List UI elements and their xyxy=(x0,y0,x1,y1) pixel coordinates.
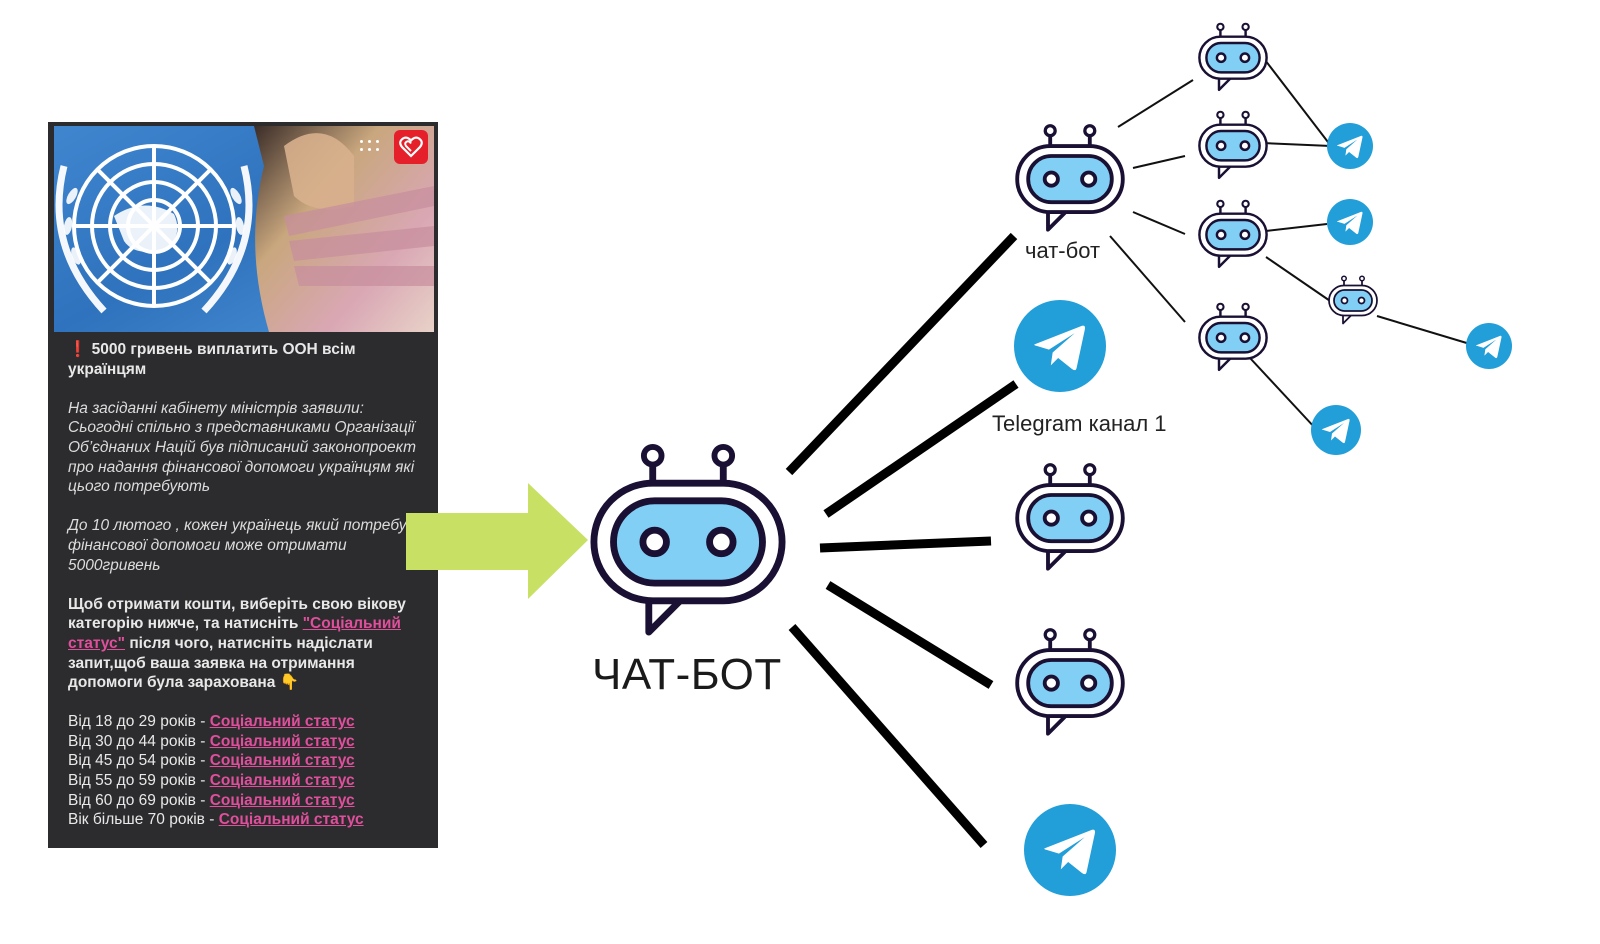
telegram-icon xyxy=(1327,123,1373,169)
main-edges xyxy=(785,232,1019,848)
post-paragraph-2: До 10 лютого , кожен українець який потр… xyxy=(68,517,415,574)
edge xyxy=(1265,256,1337,306)
age-row: Від 60 до 69 років - Соціальний статус xyxy=(68,791,355,809)
chatbot-c-icon xyxy=(1015,627,1125,736)
scam-telegram-post: ❗ 5000 гривень виплатить ООН всім україн… xyxy=(48,122,438,848)
social-status-link[interactable]: "Соціальний статус" xyxy=(68,615,401,652)
edge xyxy=(1117,79,1194,128)
post-paragraph-1: На засіданні кабінету міністрів заявили:… xyxy=(68,399,417,496)
social-status-link[interactable]: Соціальний статус xyxy=(209,772,355,790)
age-row: Від 45 до 54 років - Соціальний статус xyxy=(68,752,355,770)
social-status-link[interactable]: Соціальний статус xyxy=(218,811,364,829)
edge xyxy=(1265,223,1328,232)
chatbot-a4-icon xyxy=(1198,302,1268,372)
telegram-channel-1-icon xyxy=(1014,300,1106,392)
un-money-illustration xyxy=(54,126,434,332)
edge xyxy=(1376,315,1471,345)
main-chatbot-icon xyxy=(594,447,782,632)
main-chatbot-label: ЧАТ-БОТ xyxy=(592,650,782,699)
age-category-list: Від 18 до 29 років - Соціальний статус В… xyxy=(68,712,428,830)
age-row: Від 30 до 44 років - Соціальний статус xyxy=(68,732,355,750)
post-paragraph-3: Щоб отримати кошти, виберіть свою вікову… xyxy=(68,595,406,692)
edge-main-to-bot-b xyxy=(819,536,992,553)
edge xyxy=(1261,142,1332,147)
post-image xyxy=(54,126,434,332)
social-status-link[interactable]: Соціальний статус xyxy=(209,713,355,731)
age-row: Вік більше 70 років - Соціальний статус xyxy=(68,811,364,829)
age-row: Від 55 до 59 років - Соціальний статус xyxy=(68,772,355,790)
edge-main-to-telegram-channel-1 xyxy=(823,380,1019,518)
telegram-icon xyxy=(1466,323,1512,369)
post-body: ❗ 5000 гривень виплатить ООН всім україн… xyxy=(68,340,428,830)
chatbot-a-label: чат-бот xyxy=(1025,238,1101,263)
more-dots-icon xyxy=(360,140,382,156)
chatbot-a3x-icon xyxy=(1328,275,1378,325)
chatbot-a2-icon xyxy=(1198,110,1268,180)
edge-main-to-bot-a xyxy=(785,232,1018,476)
age-row: Від 18 до 29 років - Соціальний статус xyxy=(68,713,355,731)
social-status-link[interactable]: Соціальний статус xyxy=(209,791,355,809)
chatbot-b-icon xyxy=(1015,462,1125,571)
edge xyxy=(1109,235,1186,323)
edge-main-to-bot-c xyxy=(825,581,994,689)
heart-logo-icon xyxy=(394,130,428,164)
telegram-2-icon xyxy=(1024,804,1116,896)
post-title: ❗ 5000 гривень виплатить ООН всім україн… xyxy=(68,341,356,378)
edge xyxy=(1132,155,1186,169)
flow-arrow xyxy=(406,483,588,599)
social-status-link[interactable]: Соціальний статус xyxy=(209,732,355,750)
telegram-icon xyxy=(1311,405,1361,455)
chatbot-a1-icon xyxy=(1198,22,1268,92)
social-status-link[interactable]: Соціальний статус xyxy=(209,752,355,770)
chatbot-a-icon xyxy=(1015,123,1125,232)
exclamation-icon: ❗ xyxy=(68,341,88,358)
edge-main-to-telegram-2 xyxy=(788,624,988,848)
edge xyxy=(1261,55,1332,147)
telegram-icon xyxy=(1327,199,1373,245)
edge xyxy=(1132,211,1186,235)
telegram-channel-1-label: Telegram канал 1 xyxy=(992,411,1167,436)
chatbot-a3-icon xyxy=(1198,199,1268,269)
secondary-edges xyxy=(1109,55,1471,430)
